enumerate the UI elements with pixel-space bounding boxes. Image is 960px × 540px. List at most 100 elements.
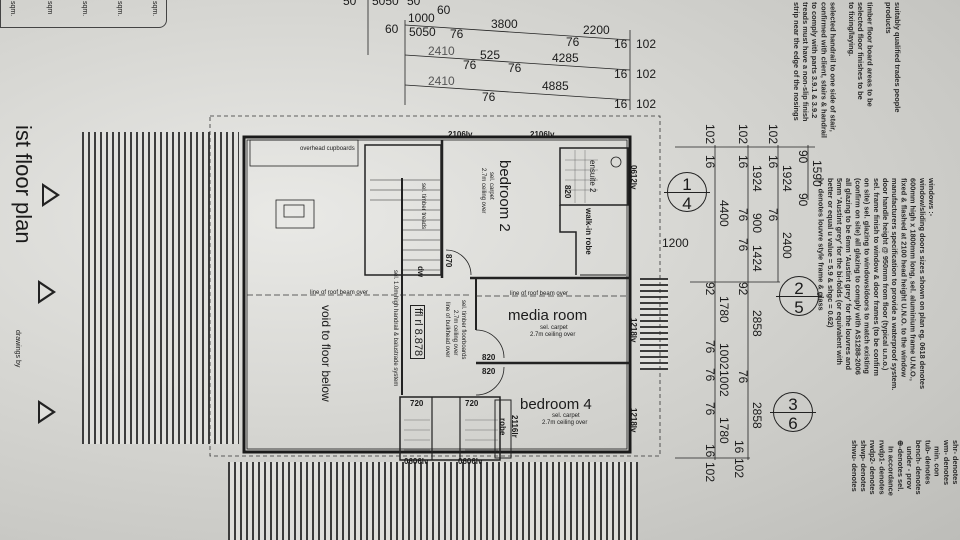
dimension: 102 xyxy=(636,97,657,111)
dimension: 2858 xyxy=(750,310,764,337)
dimension: 5050 xyxy=(409,25,436,39)
void-label: void to floor below xyxy=(319,305,333,402)
dimension: 76 xyxy=(736,238,750,252)
handrail-note: sel. 1.0m high handrail & balustrade sys… xyxy=(392,270,398,387)
dimension: 76 xyxy=(703,340,717,354)
dimension: 2410 xyxy=(428,74,455,88)
area-cell: sqm xyxy=(46,1,53,15)
room-label-bedroom-4: bedroom 4 xyxy=(520,396,592,413)
area-cell: sqm. xyxy=(151,1,158,17)
dimension: 1590 xyxy=(810,160,824,187)
door-size: 820 xyxy=(482,367,496,376)
room-finish: sel. carpet xyxy=(552,413,580,419)
window-code: 0606lv xyxy=(404,457,429,466)
door-size: 820 xyxy=(563,185,572,199)
room-ceiling: 2.7m ceiling over xyxy=(480,168,486,214)
dimension: 92 xyxy=(703,282,717,296)
dimension: 5050 xyxy=(372,0,399,8)
right-deck xyxy=(640,278,668,370)
dimension: 2400 xyxy=(780,232,794,259)
dimension: 3800 xyxy=(491,17,518,31)
dimension: 4285 xyxy=(552,51,579,65)
dimension: 1780 xyxy=(717,417,731,444)
dimension: 102 xyxy=(636,67,657,81)
dimension: 16 xyxy=(736,155,750,169)
door-size: 870 xyxy=(444,254,453,268)
area-cell: sqm. xyxy=(116,1,123,17)
dimension: 1780 xyxy=(717,296,731,323)
dimension: 1924 xyxy=(750,165,764,192)
floorboards-note: 2.7m ceiling over xyxy=(452,310,458,356)
dimension: 76 xyxy=(482,90,496,104)
door-size: 720 xyxy=(465,399,479,408)
cupboards-label: overhead cupboards xyxy=(300,146,355,152)
dimension: 2200 xyxy=(583,23,610,37)
dimension: 50 xyxy=(343,0,357,8)
window-code: 1218lv xyxy=(629,318,638,343)
dimension: 525 xyxy=(480,48,501,62)
dimension: 102 xyxy=(732,458,746,479)
dimension: 60 xyxy=(437,3,451,17)
floorboards-note: line of bulkhead over xyxy=(444,302,450,358)
dimension: 16 xyxy=(703,444,717,458)
dimension: 76 xyxy=(450,27,464,41)
dimension: 1200 xyxy=(662,236,689,250)
door-size: 720 xyxy=(410,399,424,408)
area-table: sqm. sqm. sqm. sqm sqm. xyxy=(0,0,167,28)
roof-beam-note: line of roof beam over xyxy=(310,290,369,296)
dimension: 76 xyxy=(703,368,717,382)
dimension: 16 xyxy=(614,37,628,51)
drawings-by: drawings by xyxy=(14,330,21,368)
ensuite-label: ensuite 2 xyxy=(588,160,597,193)
section-marker: 3 6 xyxy=(770,392,816,433)
window-code: 2106lv xyxy=(448,130,473,139)
dimension: 90 xyxy=(796,193,810,207)
plan-title: ist floor plan xyxy=(11,125,36,244)
notes-windows: windows :- window/sliding doors sizes sh… xyxy=(816,178,936,391)
window-code: 2116lr xyxy=(510,415,519,438)
area-cell: sqm. xyxy=(9,1,16,17)
door-size: 820 xyxy=(482,353,496,362)
section-marker-bottom: 4 xyxy=(682,194,692,213)
dimension: 4885 xyxy=(542,79,569,93)
dimension: 1002 xyxy=(717,370,731,397)
notes-legend: shr- denotes wm- denotes min. con tub- d… xyxy=(849,440,960,496)
roof-beam-note: line of roof beam over xyxy=(510,291,569,297)
area-cell: sqm. xyxy=(81,1,88,17)
north-arrow-icon xyxy=(38,280,56,304)
dimension: 16 xyxy=(703,155,717,169)
bottom-deck xyxy=(228,462,638,540)
dimension: 76 xyxy=(736,370,750,384)
dimension: 76 xyxy=(736,208,750,222)
dimension: 2410 xyxy=(428,44,455,58)
dimension: 102 xyxy=(636,37,657,51)
window-code: 0606lv xyxy=(458,457,483,466)
stair-note: sel. timber treads xyxy=(420,183,426,230)
north-arrow-icon xyxy=(38,400,56,424)
section-marker: 2 5 xyxy=(776,276,822,317)
window-code: 1218lv xyxy=(629,408,638,433)
robe-label: robe xyxy=(498,418,507,436)
dimension: 2858 xyxy=(750,402,764,429)
walk-in-robe-label: walk-in robe xyxy=(584,208,593,255)
dimension: 60 xyxy=(385,22,399,36)
room-ceiling: 2.7m ceiling over xyxy=(542,420,588,426)
dimension: 1000 xyxy=(408,11,435,25)
dimension: 76 xyxy=(566,35,580,49)
dimension: 76 xyxy=(508,61,522,75)
dimension: 90 xyxy=(796,150,810,164)
dimension: 92 xyxy=(736,282,750,296)
dimension: 102 xyxy=(703,462,717,483)
dimension: 102 xyxy=(736,124,750,145)
window-code: 2106lv xyxy=(530,130,555,139)
section-marker-top: 2 xyxy=(794,279,804,298)
section-marker-top: 3 xyxy=(788,395,798,414)
dimension: 16 xyxy=(614,97,628,111)
dimension: 76 xyxy=(766,208,780,222)
room-finish: sel. carpet xyxy=(488,172,494,200)
ffl-level-label: ffl rl 8.878 xyxy=(410,305,425,360)
dimension: 76 xyxy=(463,58,477,72)
window-code: 0612lv xyxy=(629,165,638,190)
dimension: 50 xyxy=(407,0,421,8)
